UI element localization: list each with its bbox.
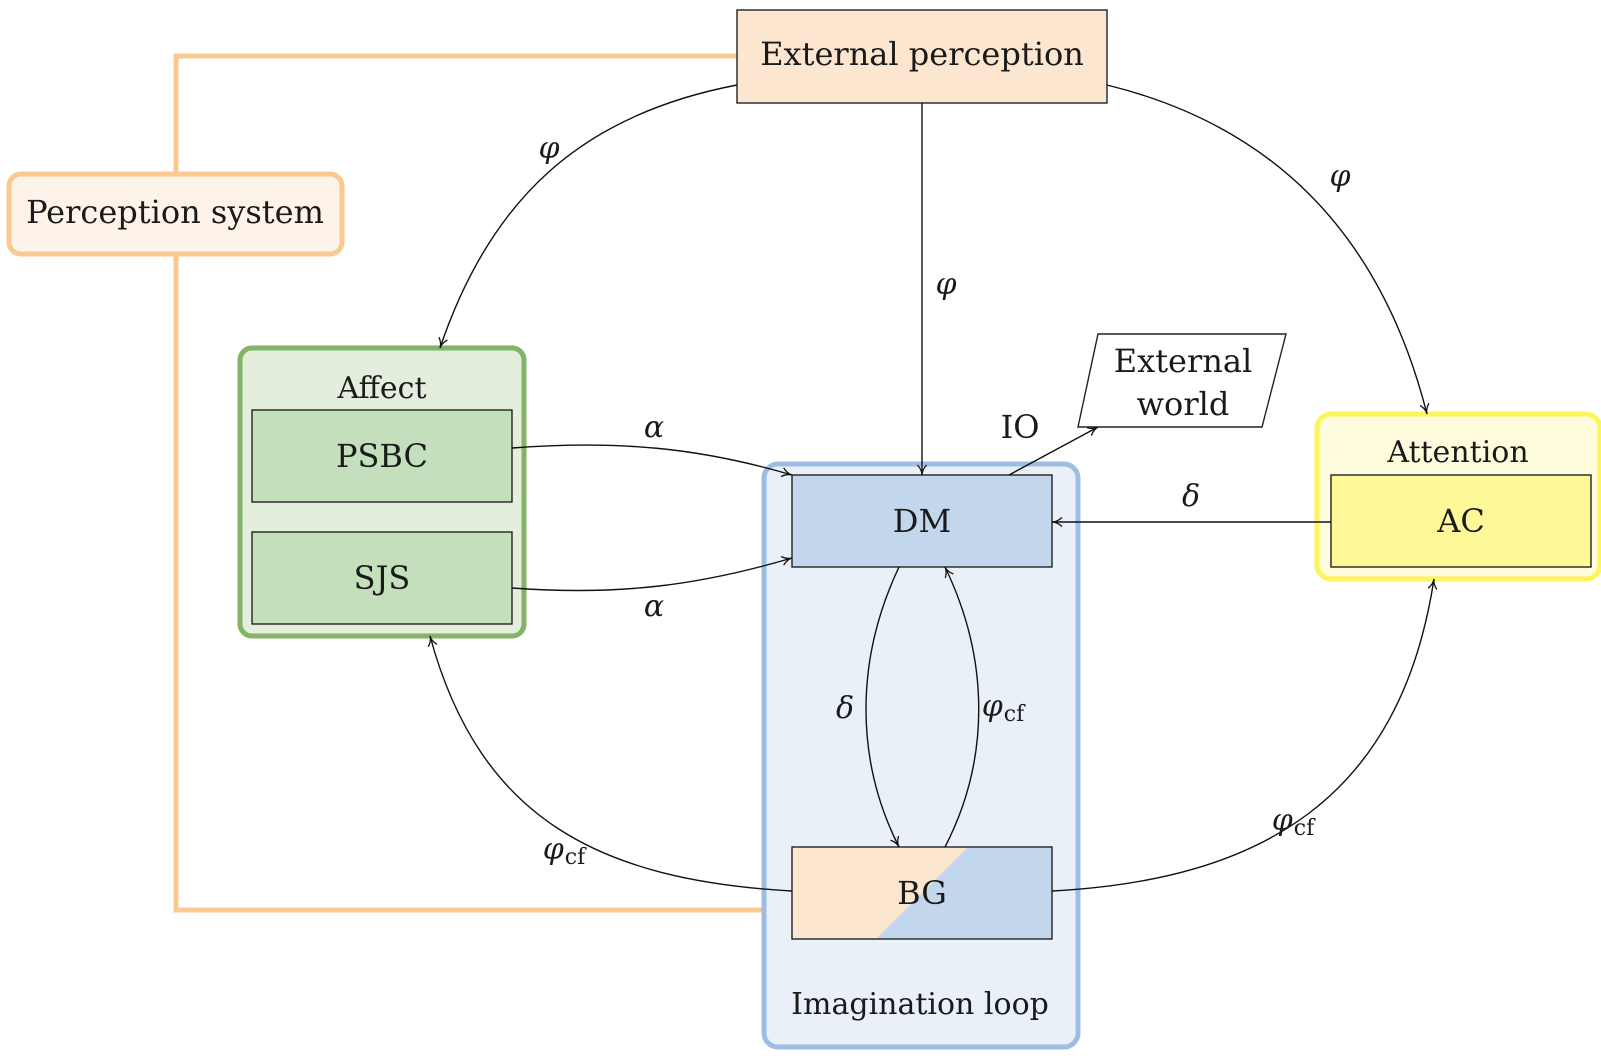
edge-bg-dm — [944, 566, 980, 848]
perception-system-node — [6, 171, 345, 257]
edge-bg-attention — [1051, 578, 1438, 892]
label-phicf-bg-affect: φcf — [543, 832, 587, 870]
label-phicf-bg-attention: φcf — [1272, 803, 1316, 841]
imagination-loop-label: Imagination loop — [791, 987, 1049, 1022]
label-alpha-psbc: α — [644, 410, 664, 445]
psbc-node — [251, 409, 513, 503]
edge-extperc-attention — [1106, 84, 1430, 415]
edge-psbc-dm — [511, 444, 793, 478]
external-perception-label: External perception — [760, 35, 1084, 73]
ac-node — [1330, 474, 1592, 568]
sjs-label: SJS — [354, 559, 411, 597]
edge-sjs-dm — [511, 555, 793, 592]
external-world-label-line2: world — [1137, 385, 1230, 423]
edge-bg-affect — [427, 635, 793, 892]
perception-system-label: Perception system — [26, 193, 324, 231]
external-world-node — [1077, 333, 1287, 428]
label-phi-attention: φ — [1329, 159, 1350, 194]
label-phi-dm: φ — [935, 267, 956, 302]
edge-dm-world — [1008, 426, 1099, 476]
dm-label: DM — [893, 502, 951, 540]
bg-label: BG — [897, 874, 947, 912]
perception-link-line — [173, 53, 792, 913]
label-alpha-sjs: α — [644, 589, 664, 624]
ac-label: AC — [1436, 502, 1485, 540]
label-io: IO — [1001, 408, 1040, 446]
edge-extperc-affect — [438, 84, 738, 349]
label-delta-ac: δ — [1182, 479, 1200, 514]
label-phicf-bg-dm: φcf — [982, 689, 1026, 727]
label-delta-dm-bg: δ — [836, 691, 854, 726]
external-world-label-line1: External — [1114, 342, 1252, 380]
external-perception-node — [736, 9, 1108, 104]
affect-group-label: Affect — [336, 371, 426, 406]
attention-group-label: Attention — [1386, 435, 1528, 470]
label-phi-affect: φ — [538, 131, 559, 166]
edge-dm-bg — [865, 566, 900, 848]
sjs-node — [251, 531, 513, 625]
bg-node — [791, 846, 1053, 940]
psbc-label: PSBC — [336, 437, 428, 475]
